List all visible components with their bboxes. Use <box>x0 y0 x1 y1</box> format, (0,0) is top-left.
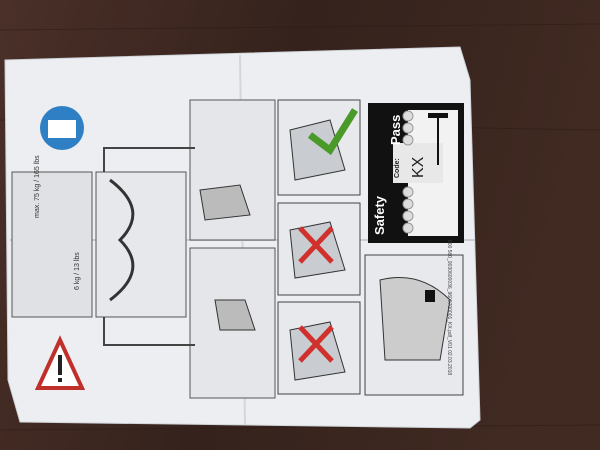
footer-code: 000 560_9030600036_9600700001_KX.pdf_V01… <box>446 240 452 376</box>
pass-text: Pass <box>388 114 403 145</box>
checkmark-icon <box>307 108 358 156</box>
cross-icon <box>298 226 334 264</box>
code-value: KX <box>410 156 427 178</box>
safety-pass-label <box>368 103 464 243</box>
safety-text: Safety <box>372 195 387 235</box>
weight-limit-text: max. 75 kg / 165 lbs <box>34 155 41 218</box>
code-label: Code: <box>394 158 401 178</box>
warning-icon <box>34 335 86 390</box>
accessory-weight-text: 6 kg / 13 lbs <box>74 252 81 290</box>
cross-icon <box>298 325 334 363</box>
